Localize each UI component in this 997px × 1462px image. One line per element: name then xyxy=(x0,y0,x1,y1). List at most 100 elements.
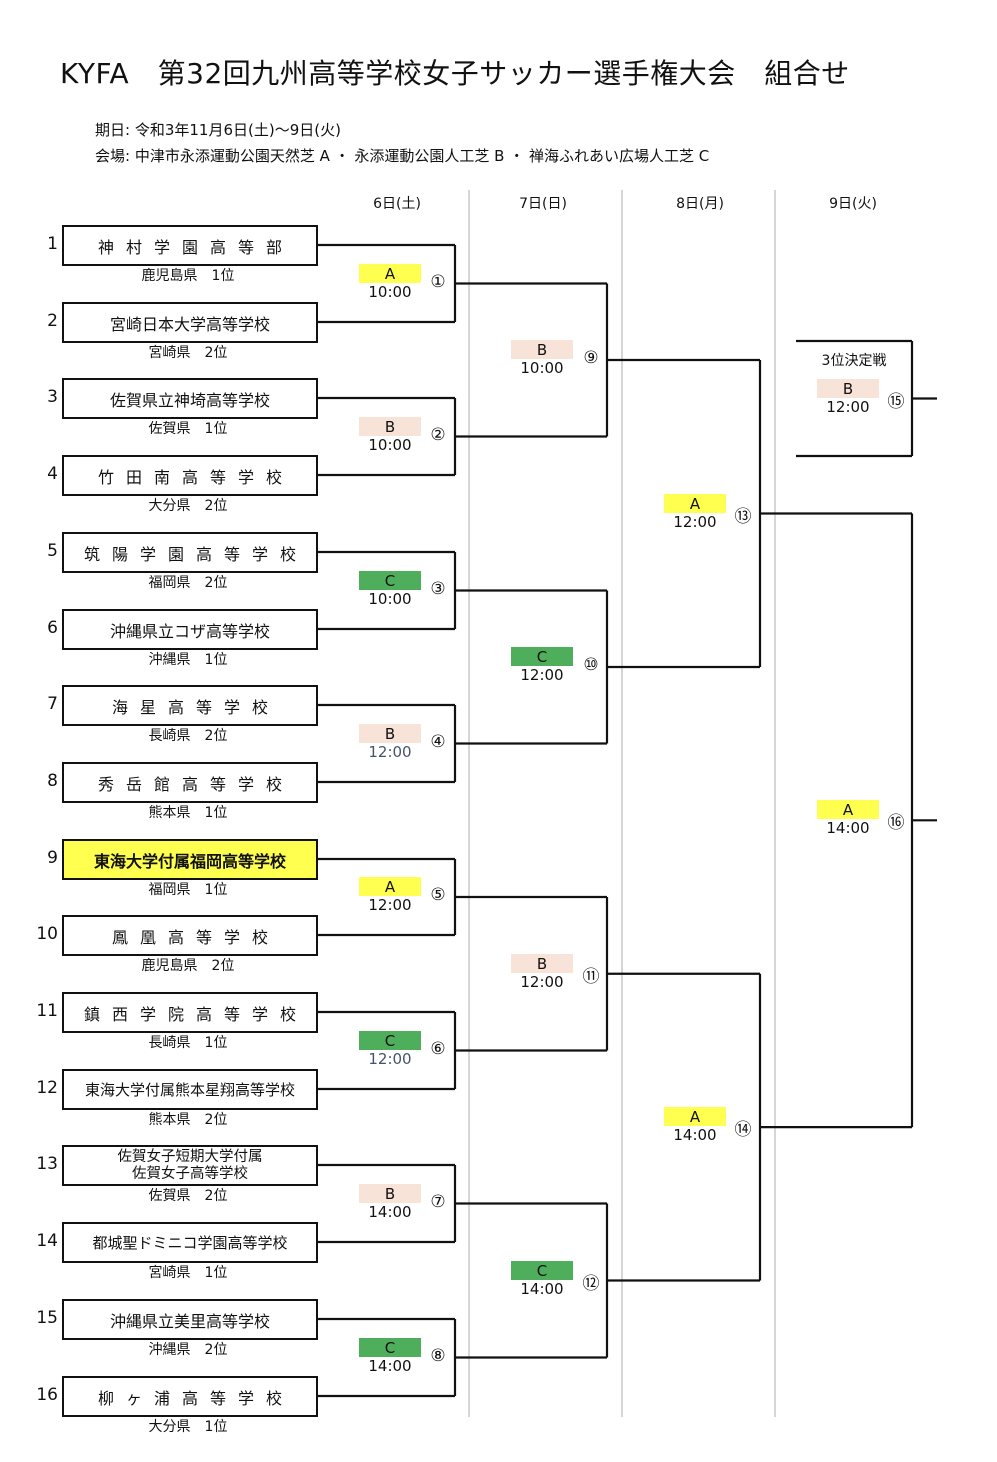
venue-tag-b: B xyxy=(511,340,573,359)
team-prefecture-rank: 福岡県 2位 xyxy=(148,575,228,591)
venue-tag-b: B xyxy=(359,416,421,436)
team-box: 鎮西学院高等学校 xyxy=(62,992,318,1033)
team-name: 沖縄県立コザ高等学校 xyxy=(109,621,270,641)
team-box: 神村学園高等部 xyxy=(62,225,318,266)
match-number: ⑯ xyxy=(887,813,905,834)
team-name: 沖縄県立美里高等学校 xyxy=(109,1311,270,1331)
team-box: 鳳凰高等学校 xyxy=(62,915,318,956)
team-prefecture-rank: 沖縄県 2位 xyxy=(148,1342,228,1358)
team-name: 佐賀女子短期大学付属 xyxy=(117,1148,263,1165)
team-box: 都城聖ドミニコ学園高等学校 xyxy=(62,1222,318,1263)
match-number: ⑮ xyxy=(887,391,905,412)
team-box: 沖縄県立コザ高等学校 xyxy=(62,609,318,650)
venue-tag-b: B xyxy=(817,378,879,398)
match-number: ④ xyxy=(430,731,446,752)
match-time: 10:00 xyxy=(520,359,564,377)
team-name: 佐賀県立神埼高等学校 xyxy=(109,390,270,410)
venue-tag-a: A xyxy=(817,800,879,820)
team-name: 柳ヶ浦高等学校 xyxy=(97,1388,294,1408)
team-seed: 16 xyxy=(36,1385,58,1405)
page-title: KYFA 第32回九州高等学校女子サッカー選手権大会 組合せ xyxy=(60,57,850,90)
team-seed: 3 xyxy=(47,387,58,407)
match-time: 14:00 xyxy=(673,1126,717,1145)
team-seed: 7 xyxy=(47,694,58,714)
team-name-line2: 佐賀女子高等学校 xyxy=(132,1165,248,1182)
team-prefecture-rank: 長崎県 1位 xyxy=(148,1035,228,1051)
team-prefecture-rank: 大分県 1位 xyxy=(148,1419,228,1435)
day-label-8: 8日(月) xyxy=(676,196,724,212)
team-seed: 4 xyxy=(47,464,58,484)
team-box: 筑陽学園高等学校 xyxy=(62,532,318,573)
team-box: 佐賀県立神埼高等学校 xyxy=(62,378,318,419)
match-number: ⑭ xyxy=(734,1120,752,1141)
team-seed: 13 xyxy=(36,1154,58,1174)
venue-tag-c: C xyxy=(359,570,421,590)
venue-tag-a: A xyxy=(664,493,726,513)
team-prefecture-rank: 福岡県 1位 xyxy=(148,882,228,898)
team-seed: 14 xyxy=(36,1231,58,1251)
venue-tag-c: C xyxy=(511,647,573,666)
venue-tag-a: A xyxy=(359,877,421,896)
match-time: 12:00 xyxy=(368,1049,412,1068)
day-label-7: 7日(日) xyxy=(519,196,567,212)
team-prefecture-rank: 宮崎県 2位 xyxy=(148,345,228,361)
team-name: 東海大学付属熊本星翔高等学校 xyxy=(84,1081,295,1099)
match-number: ⑥ xyxy=(430,1038,446,1059)
match-time: 10:00 xyxy=(368,589,412,608)
match-time: 12:00 xyxy=(826,397,870,416)
venue-tag-b: B xyxy=(359,723,421,743)
team-name: 秀岳館高等学校 xyxy=(97,774,294,794)
team-prefecture-rank: 沖縄県 1位 xyxy=(148,652,228,668)
team-name: 海星高等学校 xyxy=(111,697,280,717)
team-prefecture-rank: 佐賀県 1位 xyxy=(148,421,228,437)
match-number: ⑧ xyxy=(430,1345,446,1366)
match-time: 14:00 xyxy=(826,819,870,838)
event-dates: 期日: 令和3年11月6日(土)～9日(火) xyxy=(95,121,341,139)
team-name: 鳳凰高等学校 xyxy=(111,927,280,947)
team-name: 竹田南高等学校 xyxy=(97,467,294,487)
team-seed: 6 xyxy=(47,618,58,638)
team-seed: 5 xyxy=(47,541,58,561)
day-label-6: 6日(土) xyxy=(373,196,421,212)
team-seed: 12 xyxy=(36,1078,58,1098)
third-place-label: 3位決定戦 xyxy=(821,353,887,369)
team-name: 筑陽学園高等学校 xyxy=(83,544,308,564)
team-box: 東海大学付属熊本星翔高等学校 xyxy=(62,1069,318,1110)
match-number: ③ xyxy=(430,578,446,599)
team-box: 竹田南高等学校 xyxy=(62,455,318,496)
team-name: 東海大学付属福岡高等学校 xyxy=(93,851,286,871)
team-box: 東海大学付属福岡高等学校 xyxy=(62,839,318,880)
match-number: ⑬ xyxy=(734,506,752,527)
team-prefecture-rank: 鹿児島県 2位 xyxy=(141,958,235,974)
team-prefecture-rank: 長崎県 2位 xyxy=(148,728,228,744)
team-prefecture-rank: 熊本県 1位 xyxy=(148,805,228,821)
team-name: 宮崎日本大学高等学校 xyxy=(109,314,270,334)
match-number: ⑪ xyxy=(582,966,600,987)
team-prefecture-rank: 鹿児島県 1位 xyxy=(141,268,235,284)
day-separator xyxy=(774,190,776,1417)
venue-tag-c: C xyxy=(359,1030,421,1050)
match-number: ① xyxy=(430,271,446,292)
team-seed: 11 xyxy=(36,1001,58,1021)
match-time: 12:00 xyxy=(520,666,564,684)
team-name: 神村学園高等部 xyxy=(97,237,294,257)
venue-tag-b: B xyxy=(359,1183,421,1203)
team-prefecture-rank: 宮崎県 1位 xyxy=(148,1265,228,1281)
team-seed: 1 xyxy=(47,234,58,254)
team-name: 鎮西学院高等学校 xyxy=(83,1004,308,1024)
day-label-9: 9日(火) xyxy=(829,196,877,212)
team-box: 秀岳館高等学校 xyxy=(62,762,318,803)
venue-tag-a: A xyxy=(664,1107,726,1127)
match-number: ② xyxy=(430,424,446,445)
day-separator xyxy=(621,190,623,1417)
team-box: 沖縄県立美里高等学校 xyxy=(62,1299,318,1340)
match-time: 12:00 xyxy=(673,512,717,531)
team-prefecture-rank: 大分県 2位 xyxy=(148,498,228,514)
team-seed: 2 xyxy=(47,311,58,331)
match-time: 10:00 xyxy=(368,435,412,454)
team-seed: 10 xyxy=(36,924,58,944)
match-time: 12:00 xyxy=(520,972,564,991)
event-venues: 会場: 中津市永添運動公園天然芝 A ・ 永添運動公園人工芝 B ・ 禅海ふれあ… xyxy=(95,147,710,165)
match-number: ⑨ xyxy=(583,348,599,368)
team-prefecture-rank: 熊本県 2位 xyxy=(148,1112,228,1128)
